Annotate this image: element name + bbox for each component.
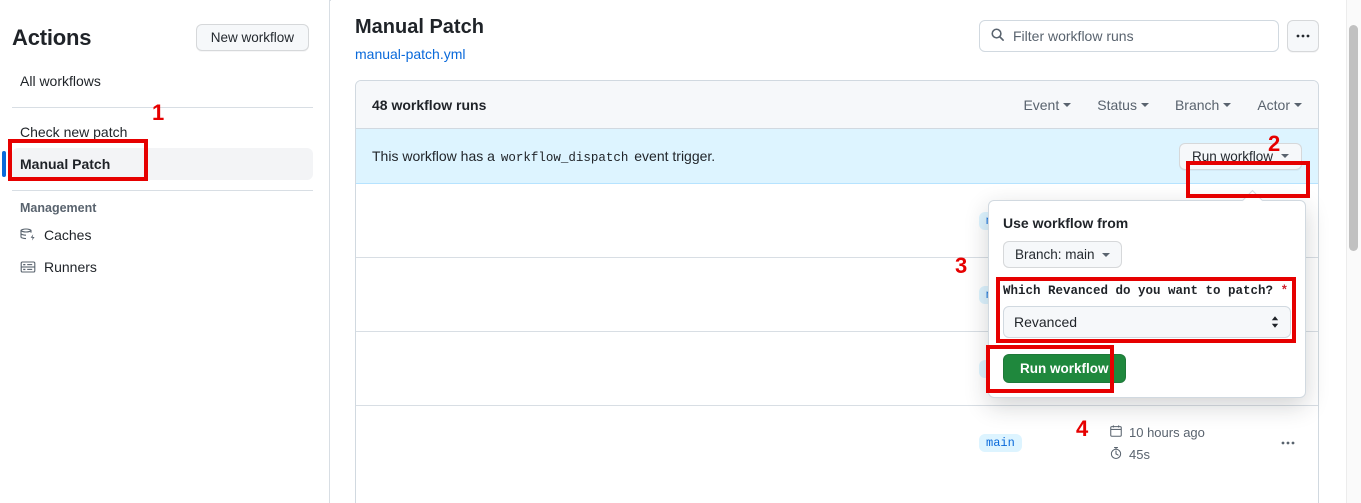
chevron-down-icon bbox=[1063, 102, 1072, 107]
run-workflow-label: Run workflow bbox=[1191, 148, 1273, 164]
chevron-down-icon bbox=[1281, 154, 1289, 158]
select-updown-icon bbox=[1270, 315, 1280, 329]
filter-status[interactable]: Status bbox=[1097, 97, 1149, 113]
filter-label: Branch bbox=[1174, 96, 1220, 113]
sidebar-section-management: Management bbox=[20, 201, 97, 215]
required-asterisk: * bbox=[1280, 284, 1289, 298]
new-workflow-button[interactable]: New workflow bbox=[195, 24, 309, 51]
workflow-dispatch-banner: This workflow has a workflow_dispatch ev… bbox=[356, 129, 1318, 184]
dispatch-suffix: event trigger. bbox=[634, 147, 716, 164]
input-field-label-text: Which Revanced do you want to patch? bbox=[1003, 284, 1274, 298]
filter-actor[interactable]: Actor bbox=[1257, 97, 1302, 113]
sidebar-item-label: Manual Patch bbox=[20, 156, 111, 172]
chevron-down-icon bbox=[1101, 252, 1110, 257]
workflow-title: Manual Patch bbox=[355, 16, 484, 38]
revanced-select[interactable]: Revanced bbox=[1003, 306, 1291, 338]
submit-run-workflow-button[interactable]: Run workflow bbox=[1003, 354, 1126, 383]
sidebar-divider-1 bbox=[12, 107, 313, 108]
page-title: Actions bbox=[12, 24, 92, 50]
sidebar-item-caches[interactable]: Caches bbox=[12, 219, 313, 251]
sidebar-item-all-workflows[interactable]: All workflows bbox=[12, 65, 313, 97]
kebab-horizontal-icon[interactable] bbox=[1287, 20, 1319, 52]
filter-label: Status bbox=[1097, 96, 1137, 113]
chevron-down-icon bbox=[1294, 102, 1302, 107]
row-kebab-icon[interactable] bbox=[1274, 435, 1302, 451]
use-workflow-from-label: Use workflow from bbox=[1003, 215, 1129, 231]
header-controls bbox=[979, 14, 1319, 52]
calendar-icon bbox=[1109, 424, 1123, 441]
chevron-down-icon bbox=[1140, 102, 1149, 107]
dispatch-prefix: This workflow has a bbox=[372, 147, 495, 164]
runs-count: 48 workflow runs bbox=[372, 96, 487, 113]
workflow-title-block: Manual Patch manual-patch.yml bbox=[355, 14, 484, 62]
workflow-file-link[interactable]: manual-patch.yml bbox=[355, 46, 466, 62]
vertical-scrollbar-track[interactable] bbox=[1346, 0, 1361, 503]
filter-event[interactable]: Event bbox=[1023, 96, 1072, 113]
sidebar-item-label: Runners bbox=[44, 259, 97, 275]
search-icon bbox=[990, 27, 1005, 45]
filter-label: Event bbox=[1023, 96, 1060, 113]
run-meta-cell: 10 hours ago 45s bbox=[1109, 424, 1274, 463]
filter-branch[interactable]: Branch bbox=[1174, 96, 1232, 113]
workflow-header: Manual Patch manual-patch.yml bbox=[355, 14, 1319, 62]
filter-label: Actor bbox=[1257, 96, 1290, 113]
branch-select-label: Branch: main bbox=[1015, 247, 1095, 262]
main-content: Manual Patch manual-patch.yml bbox=[331, 0, 1341, 503]
run-workflow-panel: Use workflow from Branch: main Which Rev… bbox=[988, 200, 1306, 398]
run-duration: 45s bbox=[1109, 446, 1274, 463]
input-field-label: Which Revanced do you want to patch? * bbox=[1003, 284, 1291, 298]
sidebar: Actions New workflow All workflows Check… bbox=[0, 0, 330, 503]
dispatch-event-code: workflow_dispatch bbox=[500, 150, 629, 165]
chevron-down-icon bbox=[1223, 102, 1232, 107]
stopwatch-icon bbox=[1109, 446, 1123, 463]
table-row[interactable]: main 10 hours ago bbox=[356, 406, 1318, 480]
workflow-nav-group: All workflows Check new patch Manual Pat… bbox=[2, 65, 313, 283]
revanced-select-value: Revanced bbox=[1014, 314, 1078, 330]
sidebar-item-label: All workflows bbox=[20, 73, 101, 89]
filter-group: Event Status Branch Actor bbox=[1023, 97, 1302, 113]
runs-header: 48 workflow runs Event Status Branch bbox=[356, 81, 1318, 129]
search-input[interactable] bbox=[1013, 28, 1268, 44]
server-icon bbox=[20, 259, 36, 275]
sidebar-item-label: Check new patch bbox=[20, 124, 128, 140]
run-workflow-dropdown-button[interactable]: Run workflow bbox=[1178, 142, 1302, 170]
run-timestamp: 10 hours ago bbox=[1109, 424, 1274, 441]
search-box[interactable] bbox=[979, 20, 1279, 52]
sidebar-divider-2 bbox=[12, 190, 313, 191]
sidebar-item-check-new-patch[interactable]: Check new patch bbox=[12, 116, 313, 148]
branch-badge[interactable]: main bbox=[979, 434, 1022, 452]
sidebar-item-manual-patch[interactable]: Manual Patch bbox=[2, 148, 313, 180]
branch-select-button[interactable]: Branch: main bbox=[1003, 241, 1122, 268]
cache-icon bbox=[20, 227, 36, 243]
sidebar-item-runners[interactable]: Runners bbox=[12, 251, 313, 283]
run-timestamp-text: 10 hours ago bbox=[1129, 424, 1205, 440]
sidebar-item-label: Caches bbox=[44, 227, 92, 243]
run-duration-text: 45s bbox=[1129, 446, 1150, 462]
run-branch-cell: main bbox=[874, 434, 1109, 452]
vertical-scrollbar-thumb[interactable] bbox=[1349, 25, 1358, 251]
dispatch-banner-text: This workflow has a workflow_dispatch ev… bbox=[372, 148, 715, 165]
sidebar-header: Actions New workflow bbox=[12, 14, 313, 65]
